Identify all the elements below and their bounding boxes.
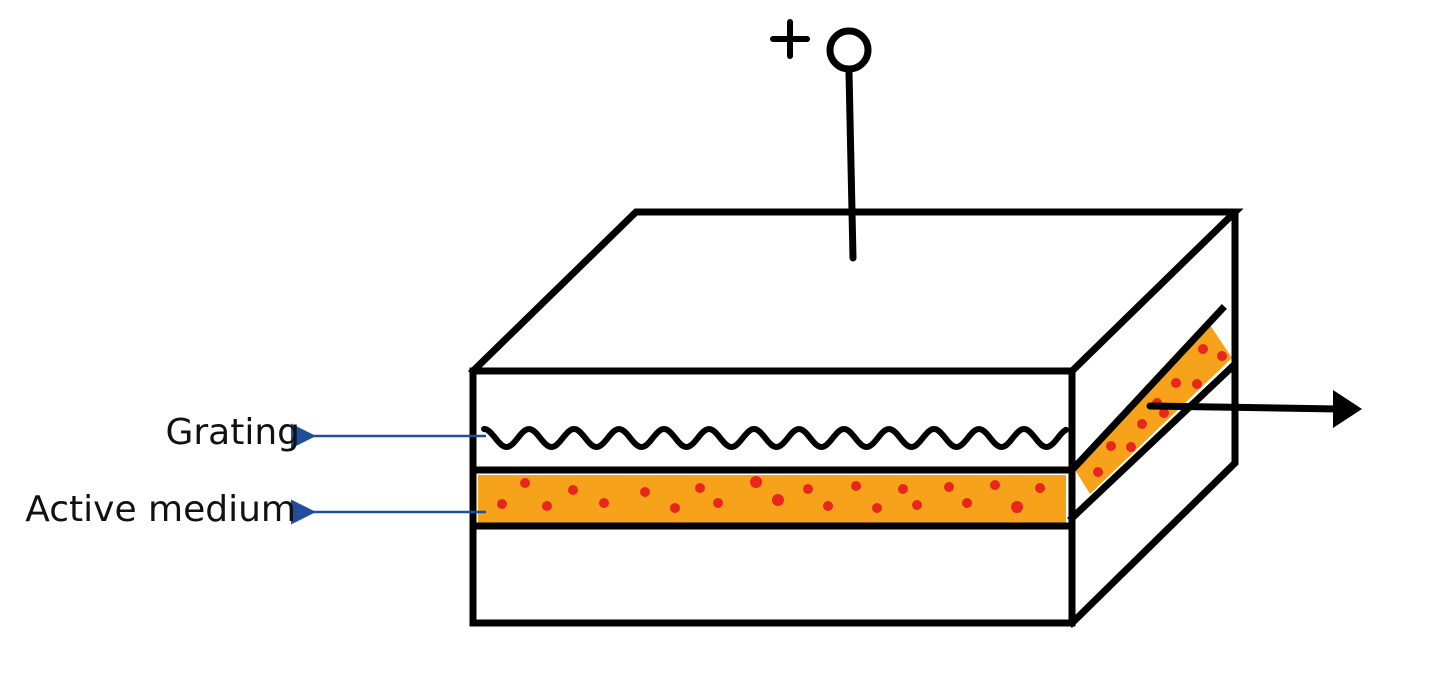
active-medium-label: Active medium [25, 489, 296, 530]
electrode [826, 27, 872, 262]
output-beam-arrow [1146, 390, 1362, 428]
terminal-circle [826, 27, 872, 73]
top-face [468, 208, 1244, 376]
grating-label: Grating [165, 412, 300, 453]
gain-particles [497, 344, 1227, 513]
block-outline [468, 208, 1244, 628]
active-medium-front-fill [478, 475, 1066, 523]
electrode-wire [845, 68, 857, 262]
grating-wave [481, 425, 1069, 451]
active-medium-front-outline [469, 466, 1076, 530]
side-face [1067, 208, 1239, 628]
active-medium-side-outline [1067, 304, 1238, 523]
plus-icon [770, 19, 810, 59]
